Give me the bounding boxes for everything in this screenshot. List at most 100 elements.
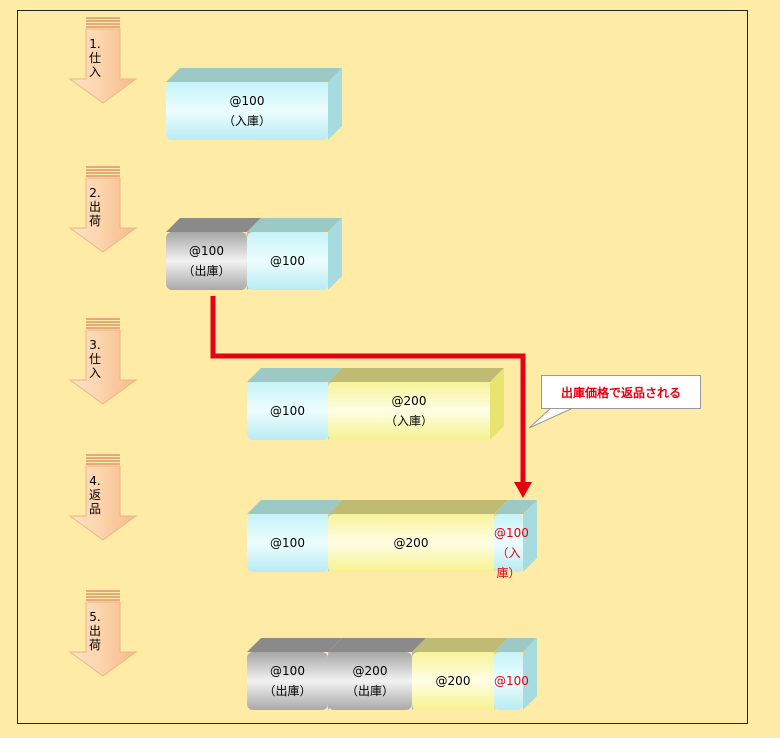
block-r4-3 <box>494 500 537 572</box>
block-note: （出庫） <box>345 684 394 698</box>
block-price: @100 <box>270 664 305 678</box>
step-arrow-stripe <box>86 463 120 465</box>
block-front-face <box>328 652 412 710</box>
return-flow-line <box>210 296 526 486</box>
block-front-face <box>412 652 494 710</box>
step-arrow-stripe <box>86 321 120 323</box>
step-arrow-stripe <box>86 172 120 174</box>
block-side-face <box>490 368 504 440</box>
block-front-face <box>166 232 247 290</box>
block-top-face <box>166 218 261 232</box>
step-label-4: 4.返品 <box>69 474 121 516</box>
step-arrow-shape <box>68 177 138 253</box>
block-front-face <box>494 514 523 572</box>
return-flow-arrowhead <box>514 482 532 498</box>
callout-label: 出庫価格で返品される <box>541 375 701 409</box>
block-label: @200 （出庫） <box>328 661 412 701</box>
block-front-face <box>166 82 328 140</box>
block-top-face <box>328 368 504 382</box>
step-char: 仕 <box>88 51 101 65</box>
step-arrow-stripe <box>86 169 120 171</box>
step-arrow-shape <box>68 28 138 104</box>
block-price: @100 <box>229 94 265 108</box>
step-arrow-stripe <box>86 593 120 595</box>
block-front-face <box>247 232 328 290</box>
block-top-face <box>166 68 342 82</box>
block-label: @100 （出庫） <box>166 241 247 281</box>
step-number: 4. <box>89 474 101 488</box>
step-arrow-stripe <box>86 324 120 326</box>
block-r2-2 <box>247 218 342 290</box>
block-top-face <box>494 638 537 652</box>
block-front-face <box>494 652 523 710</box>
block-front-face <box>328 382 490 440</box>
block-r3-2 <box>328 368 504 440</box>
step-char: 出 <box>88 200 101 214</box>
block-note: （出庫） <box>182 264 231 278</box>
step-char: 入 <box>88 366 101 380</box>
block-top-face <box>247 368 342 382</box>
block-side-face <box>523 638 537 710</box>
block-label: @100 （出庫） <box>247 661 328 701</box>
block-label: @100 （入庫） <box>166 91 328 131</box>
step-arrow-shape <box>68 601 138 677</box>
step-arrow-stripe <box>86 166 120 168</box>
step-arrow-stripe <box>86 26 120 28</box>
block-price: @100 <box>270 536 305 550</box>
block-front-face <box>247 514 328 572</box>
block-price: @100 <box>189 244 224 258</box>
block-label: @100 <box>247 251 328 271</box>
block-top-face <box>328 638 426 652</box>
step-label-2: 2.出荷 <box>69 186 121 228</box>
step-char: 返 <box>88 488 101 502</box>
block-price: @200 <box>352 664 388 678</box>
step-number: 5. <box>89 610 101 624</box>
step-label-5: 5.出荷 <box>69 610 121 652</box>
block-price: @200 <box>391 394 427 408</box>
step-arrow-stripe <box>86 457 120 459</box>
block-note: （入庫） <box>496 546 521 580</box>
block-top-face <box>247 500 342 514</box>
block-price: @200 <box>435 674 471 688</box>
block-label: @100 （入庫） <box>494 523 529 583</box>
step-arrow-stripe <box>86 454 120 456</box>
block-label: @100 <box>247 401 328 421</box>
block-top-face <box>494 500 537 514</box>
block-top-face <box>247 218 342 232</box>
block-top-face <box>328 500 508 514</box>
step-arrow-stripe <box>86 460 120 462</box>
step-arrow-1 <box>68 17 138 104</box>
block-top-face <box>412 638 508 652</box>
block-side-face <box>328 218 342 290</box>
step-arrow-5 <box>68 590 138 677</box>
block-side-face <box>328 68 342 140</box>
step-char: 荷 <box>88 214 101 228</box>
step-label-1: 1.仕入 <box>69 37 121 79</box>
step-number: 1. <box>89 37 101 51</box>
step-char: 品 <box>88 502 101 516</box>
block-label: @100 <box>494 671 529 691</box>
step-arrow-stripe <box>86 20 120 22</box>
block-front-face <box>247 382 328 440</box>
block-price: @100 <box>270 404 305 418</box>
step-char: 出 <box>88 624 101 638</box>
block-front-face <box>328 514 494 572</box>
block-front-face <box>247 652 328 710</box>
step-label-3: 3.仕入 <box>69 338 121 380</box>
step-char: 仕 <box>88 352 101 366</box>
step-arrow-3 <box>68 318 138 405</box>
step-arrow-shape <box>68 329 138 405</box>
block-note: （入庫） <box>384 414 433 428</box>
block-price: @100 <box>494 674 529 688</box>
block-label: @200 （入庫） <box>328 391 490 431</box>
step-arrow-stripe <box>86 17 120 19</box>
step-arrow-stripe <box>86 327 120 329</box>
block-note: （出庫） <box>263 684 312 698</box>
block-price: @100 <box>270 254 305 268</box>
block-price: @100 <box>494 526 529 540</box>
step-number: 2. <box>89 186 101 200</box>
step-arrow-4 <box>68 454 138 541</box>
step-char: 荷 <box>88 638 101 652</box>
block-note: （入庫） <box>222 114 271 128</box>
